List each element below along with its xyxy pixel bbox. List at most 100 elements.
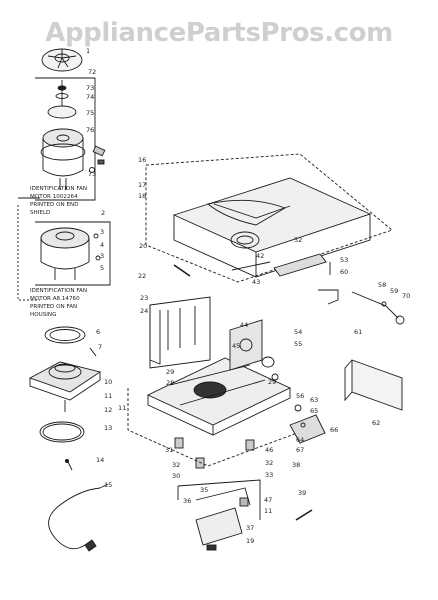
callout-22: 22 [138, 272, 146, 280]
fan-motor-upper [40, 128, 86, 190]
control-box [195, 487, 251, 551]
callout-13: 13 [104, 424, 112, 432]
callout-61: 61 [354, 328, 362, 336]
callout-72: 72 [88, 68, 96, 76]
callout-43: 43 [252, 278, 260, 286]
top-cover [172, 177, 372, 278]
callout-3b: 3 [100, 252, 104, 260]
callout-32: 32 [172, 461, 180, 469]
callout-29: 29 [166, 368, 174, 376]
callout-18: 18 [138, 192, 146, 200]
side-bracket [149, 296, 211, 369]
control-panel [273, 253, 327, 277]
callout-42: 42 [256, 252, 264, 260]
callout-29b: 29 [268, 378, 276, 386]
fan-motor-lower [40, 227, 101, 280]
rod-assembly [351, 291, 405, 325]
callout-76: 76 [86, 126, 94, 134]
callout-55: 55 [294, 340, 302, 348]
knob-shaft [231, 261, 271, 271]
lower-frame [177, 479, 261, 520]
callout-24: 24 [140, 307, 148, 315]
note-lower-line3: PRINTED ON FAN [30, 304, 77, 310]
motor-kit-bracket-lower [35, 221, 111, 286]
callout-47: 47 [264, 496, 272, 504]
callout-67: 67 [296, 446, 304, 454]
callout-7: 7 [98, 343, 102, 351]
callout-33: 33 [265, 471, 273, 479]
callout-62: 62 [372, 419, 380, 427]
callout-20: 20 [139, 242, 147, 250]
callout-63: 63 [310, 396, 318, 404]
control-bezel [230, 231, 260, 249]
callout-53: 53 [340, 256, 348, 264]
terminal-block [289, 404, 326, 444]
callout-6: 6 [96, 328, 100, 336]
callout-28: 28 [166, 379, 174, 387]
callout-32b: 32 [265, 459, 273, 467]
callout-59: 59 [390, 287, 398, 295]
gasket [44, 326, 86, 344]
callout-54: 54 [294, 328, 302, 336]
note-lower-line4: HOUSING [30, 312, 56, 318]
note-upper-line1: IDENTIFICATION FAN [30, 186, 87, 192]
callout-46: 46 [265, 446, 273, 454]
callout-3: 3 [100, 228, 104, 236]
callout-23: 23 [140, 294, 148, 302]
callout-30: 30 [172, 472, 180, 480]
callout-4: 4 [100, 241, 104, 249]
callout-16: 16 [138, 156, 146, 164]
callout-17: 17 [138, 181, 146, 189]
back-panel [344, 359, 403, 411]
callout-44: 44 [240, 321, 248, 329]
note-lower-line1: IDENTIFICATION FAN [30, 288, 87, 294]
note-upper-line3: PRINTED ON END [30, 202, 79, 208]
site-watermark: AppliancePartsPros.com [45, 18, 393, 48]
switch-assembly [261, 356, 279, 381]
callout-64: 64 [296, 436, 304, 444]
callout-11c: 11 [264, 507, 272, 515]
motor-brush-parts [89, 145, 106, 173]
screw-14 [64, 458, 73, 471]
callout-60: 60 [340, 268, 348, 276]
callout-58: 58 [378, 281, 386, 289]
callout-66: 66 [330, 426, 338, 434]
screw-7 [89, 347, 97, 357]
callout-11: 11 [104, 392, 112, 400]
callout-56: 56 [296, 392, 304, 400]
callout-45: 45 [232, 342, 240, 350]
callout-19: 19 [246, 537, 254, 545]
callout-73b: 73 [88, 170, 96, 178]
o-ring [39, 421, 85, 443]
power-cord [48, 483, 109, 552]
motor-kit-bracket [35, 77, 96, 201]
callout-12: 12 [104, 406, 112, 414]
callout-31: 31 [165, 446, 173, 454]
leader-lower-note [17, 205, 40, 301]
callout-35: 35 [200, 486, 208, 494]
note-upper-line4: SHIELD [30, 210, 50, 216]
screw-39 [295, 509, 313, 521]
callout-11b: 11 [118, 404, 126, 412]
callout-75: 75 [86, 109, 94, 117]
callout-5: 5 [100, 264, 104, 272]
latch-bracket [318, 262, 339, 305]
callout-70: 70 [402, 292, 410, 300]
hinge-rod [173, 264, 191, 277]
motor-washers [47, 80, 77, 119]
callout-10: 10 [104, 378, 112, 386]
fan-housing [28, 361, 102, 412]
feet [174, 437, 255, 469]
callout-37: 37 [246, 524, 254, 532]
note-upper-line2: MOTOR 1002264 [30, 194, 78, 200]
callout-15: 15 [104, 481, 112, 489]
note-lower-line2: MOTOR A8.14760 [30, 296, 80, 302]
callout-65: 65 [310, 407, 318, 415]
callout-74: 74 [86, 93, 94, 101]
callout-36: 36 [183, 497, 191, 505]
callout-38: 38 [292, 461, 300, 469]
callout-73: 73 [86, 84, 94, 92]
callout-1: 1 [86, 47, 90, 55]
callout-39: 39 [298, 489, 306, 497]
